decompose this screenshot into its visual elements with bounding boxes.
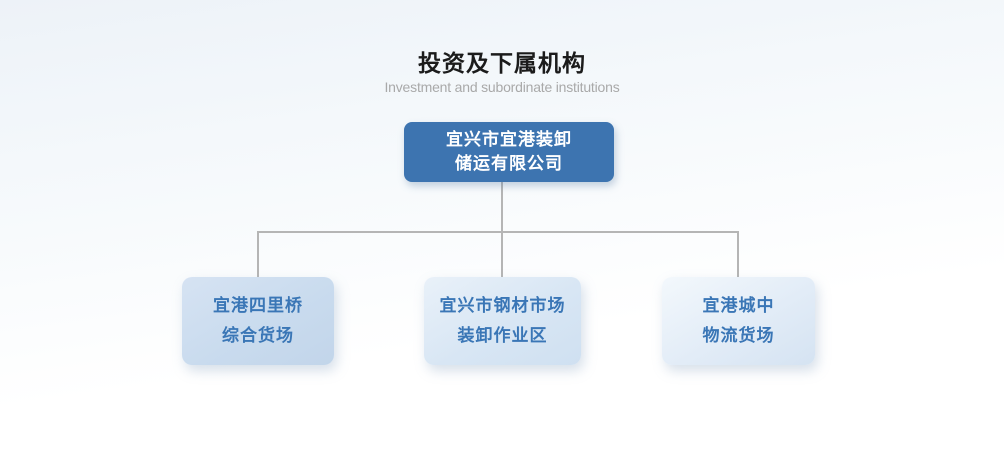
page-title: 投资及下属机构 [418,50,586,76]
org-node-child-2-line1: 宜兴市钢材市场 [439,296,566,315]
org-node-child-3: 宜港城中 物流货场 [662,277,815,365]
connector-middle-vertical [501,231,503,277]
page-subtitle: Investment and subordinate institutions [384,79,620,95]
connector-left-vertical [257,231,259,278]
connector-right-vertical [737,231,739,277]
org-node-root-line1: 宜兴市宜港装卸 [446,130,572,149]
connector-horizontal-bar [257,231,739,233]
connector-root-vertical [501,182,503,232]
org-node-child-2-line2: 装卸作业区 [457,326,548,345]
org-node-root: 宜兴市宜港装卸 储运有限公司 [404,122,614,182]
org-node-child-3-line2: 物流货场 [702,326,775,345]
org-node-child-1: 宜港四里桥 综合货场 [182,277,334,365]
org-node-root-line2: 储运有限公司 [455,154,563,173]
org-node-child-1-line1: 宜港四里桥 [213,296,303,315]
org-node-child-3-line1: 宜港城中 [702,296,775,315]
org-node-child-2: 宜兴市钢材市场 装卸作业区 [424,277,581,365]
org-node-child-1-line2: 综合货场 [222,326,294,345]
